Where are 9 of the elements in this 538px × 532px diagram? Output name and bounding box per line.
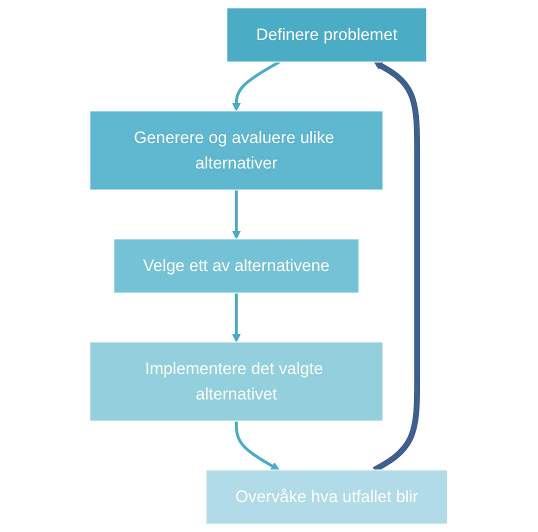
node-box: Overvåke hva utfallet blir <box>206 469 448 525</box>
arrow <box>235 421 280 470</box>
node-box: Implementere det valgte alternativet <box>90 341 384 422</box>
arrow <box>232 60 280 112</box>
arrow <box>232 293 242 342</box>
node-box: Velge ett av alternativene <box>114 238 360 294</box>
node-box: Definere problemet <box>226 7 428 63</box>
node-box: Generere og avaluere ulike alternativer <box>90 110 384 191</box>
arrow <box>232 190 242 240</box>
